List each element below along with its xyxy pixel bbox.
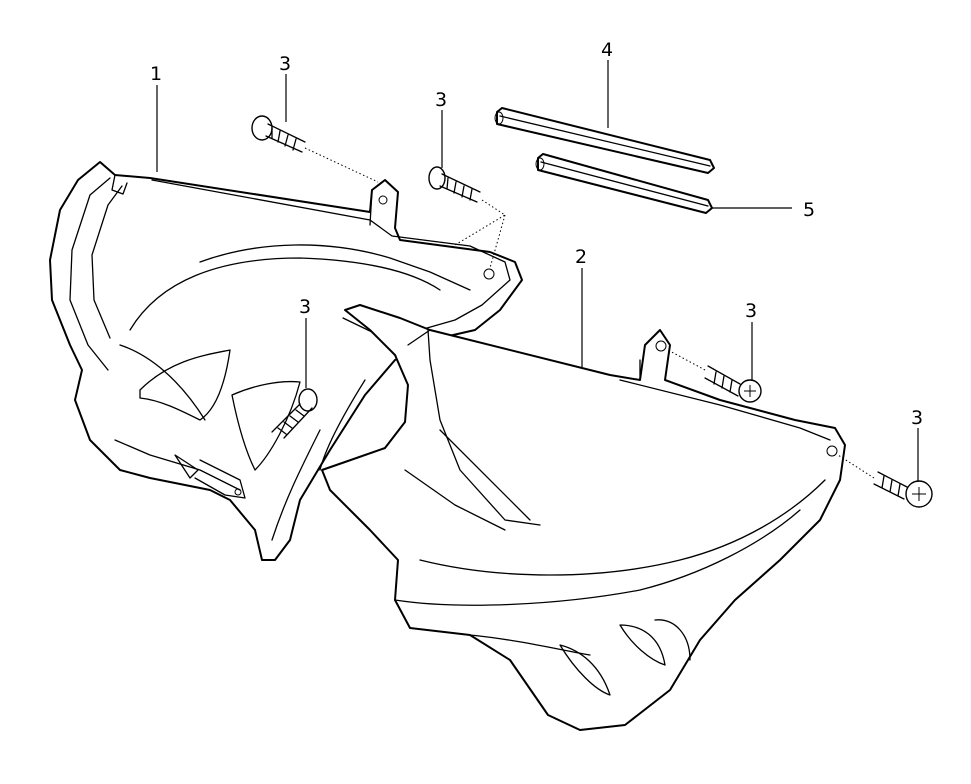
leader-lines bbox=[156, 60, 919, 482]
trim-strip-4-part bbox=[494, 107, 715, 174]
screw-top-middle bbox=[428, 166, 506, 269]
rear-handlebar-cover-part bbox=[49, 161, 523, 561]
callout-labels: 1 2 3 3 3 3 3 4 5 bbox=[150, 39, 923, 429]
callout-2: 2 bbox=[575, 246, 587, 268]
callout-3-right-lower: 3 bbox=[911, 407, 923, 429]
callout-3-top-left: 3 bbox=[279, 53, 291, 75]
screw-top-left bbox=[251, 115, 379, 183]
callout-5: 5 bbox=[803, 199, 815, 221]
callout-3-center: 3 bbox=[299, 296, 311, 318]
screw-center bbox=[271, 388, 318, 439]
callout-1: 1 bbox=[150, 63, 162, 85]
screw-right-lower bbox=[837, 454, 933, 508]
callout-4: 4 bbox=[601, 39, 613, 61]
screw-right-upper bbox=[667, 349, 762, 403]
callout-3-right-upper: 3 bbox=[745, 300, 757, 322]
callout-3-top-middle: 3 bbox=[435, 89, 447, 111]
screw-part bbox=[251, 115, 933, 508]
front-handlebar-cover-part bbox=[321, 304, 846, 731]
